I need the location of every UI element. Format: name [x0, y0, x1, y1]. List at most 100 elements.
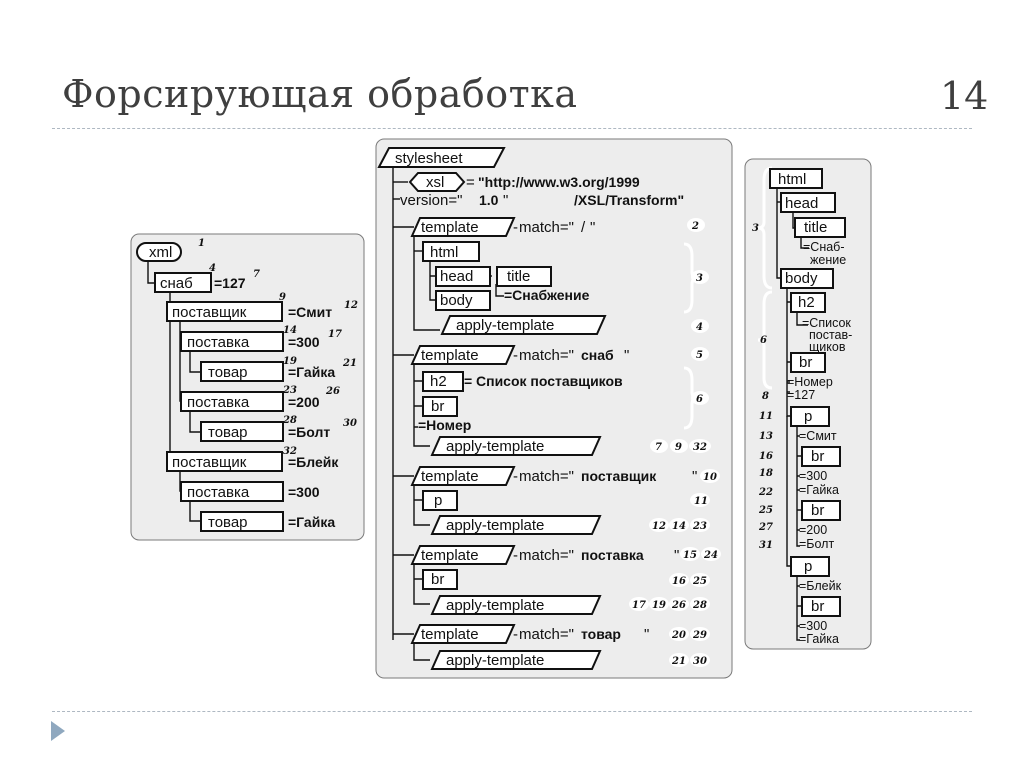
step-number: 21	[342, 358, 357, 369]
xml-root: xml	[149, 244, 172, 261]
tree-br-1: br	[799, 354, 812, 371]
xml-item-1: товар	[208, 364, 248, 381]
tree-br-4: br	[811, 598, 824, 615]
step-number: 14	[672, 521, 686, 532]
xml-nut-2: =Гайка	[288, 514, 335, 530]
match-delivery: поставка	[581, 547, 644, 563]
step-number: 31	[759, 540, 773, 551]
slide-title: Форсирующая обработка	[62, 72, 578, 116]
xml-300-1: =300	[288, 334, 320, 350]
step-number: 10	[703, 472, 717, 483]
out-snabzhenie: =Снабжение	[504, 287, 590, 303]
step-number: 11	[759, 411, 773, 422]
match-quote: "	[692, 468, 697, 485]
out-html: html	[430, 244, 458, 261]
version-label: version="	[400, 192, 462, 209]
match-quote: "	[624, 347, 629, 364]
step-number: 22	[758, 487, 773, 498]
step-number: 21	[671, 656, 686, 667]
svg-text:-: -	[513, 219, 518, 236]
step-number: 29	[692, 630, 707, 641]
tree-nut-2: =Гайка	[799, 632, 839, 646]
step-number: 24	[703, 550, 718, 561]
step-number: 32	[283, 446, 297, 457]
xml-smith: =Смит	[288, 304, 332, 320]
xml-snab-value: =127	[214, 275, 246, 291]
step-number: 25	[692, 576, 707, 587]
step-number: 19	[652, 600, 666, 611]
xml-snab: снаб	[160, 275, 193, 292]
step-number: 27	[758, 522, 773, 533]
svg-text:-: -	[513, 347, 518, 364]
step-number: 11	[694, 496, 708, 507]
xml-item-2: товар	[208, 424, 248, 441]
tree-head: head	[785, 195, 818, 212]
out-head: head	[440, 268, 473, 285]
step-number: 19	[283, 356, 297, 367]
svg-text:=: =	[464, 373, 472, 389]
tree-br-2: br	[811, 448, 824, 465]
xml-delivery-2: поставка	[187, 394, 250, 411]
tree-127: =127	[787, 388, 815, 402]
match-label: match="	[519, 547, 574, 564]
tree-snab-1: =Снаб-	[803, 240, 845, 254]
xml-blake: =Блейк	[288, 454, 339, 470]
step-number: 15	[683, 550, 697, 561]
xslt-stylesheet: stylesheet xsl = "http://www.w3.org/1999…	[375, 138, 733, 679]
step-number: 9	[675, 442, 682, 453]
match-snab: снаб	[581, 347, 614, 363]
out-h2: h2	[430, 373, 447, 390]
tree-list-1: =Список	[802, 316, 851, 330]
xsl-namespace-label: xsl	[426, 174, 444, 191]
svg-text:-: -	[513, 547, 518, 564]
match-label: match="	[519, 219, 574, 236]
template-1: template	[421, 219, 479, 236]
match-supplier: поставщик	[581, 468, 657, 484]
out-list: Список поставщиков	[476, 373, 623, 389]
step-number: 30	[343, 418, 357, 429]
step-number: 17	[632, 600, 646, 611]
step-number: 13	[759, 431, 773, 442]
stylesheet-root: stylesheet	[395, 150, 463, 167]
step-number: 8	[762, 391, 769, 402]
xml-delivery-3: поставка	[187, 484, 250, 501]
xml-nut-1: =Гайка	[288, 364, 335, 380]
step-number: 6	[696, 394, 703, 405]
step-number: 4	[209, 263, 216, 274]
step-number: 1	[198, 238, 205, 249]
xml-item-3: товар	[208, 514, 248, 531]
xml-bolt: =Болт	[288, 424, 330, 440]
next-arrow-icon[interactable]	[50, 720, 66, 742]
step-number: 7	[655, 442, 662, 453]
match-quote: "	[674, 547, 679, 564]
step-number: 12	[652, 521, 666, 532]
step-number: 2	[691, 221, 699, 232]
out-body: body	[440, 292, 473, 309]
step-number: 26	[325, 386, 340, 397]
template-5: template	[421, 626, 479, 643]
tree-300-1: =300	[799, 469, 827, 483]
tree-bolt: =Болт	[799, 537, 834, 551]
match-quote: "	[644, 626, 649, 643]
xml-source-tree: xml снаб =127 поставщик =Смит поставка =…	[130, 233, 365, 541]
step-number: 30	[693, 656, 707, 667]
step-number: 5	[696, 350, 703, 361]
xsl-ns-part2: /XSL/Transform"	[574, 192, 684, 208]
apply-template-1: apply-template	[456, 317, 554, 334]
apply-template-5: apply-template	[446, 652, 544, 669]
xml-200: =200	[288, 394, 320, 410]
step-number: 26	[671, 600, 686, 611]
match-quote: "	[590, 219, 595, 236]
top-divider	[52, 128, 972, 129]
step-number: 16	[672, 576, 686, 587]
step-number: 23	[282, 385, 297, 396]
tree-br-3: br	[811, 502, 824, 519]
tree-p-2: p	[804, 558, 812, 575]
template-2: template	[421, 347, 479, 364]
tree-nomer: =Номер	[787, 375, 833, 389]
svg-text:-: -	[513, 468, 518, 485]
xml-delivery-1: поставка	[187, 334, 250, 351]
xml-supplier-1: поставщик	[172, 304, 247, 321]
tree-blake: =Блейк	[799, 579, 842, 593]
step-number: 25	[758, 505, 773, 516]
